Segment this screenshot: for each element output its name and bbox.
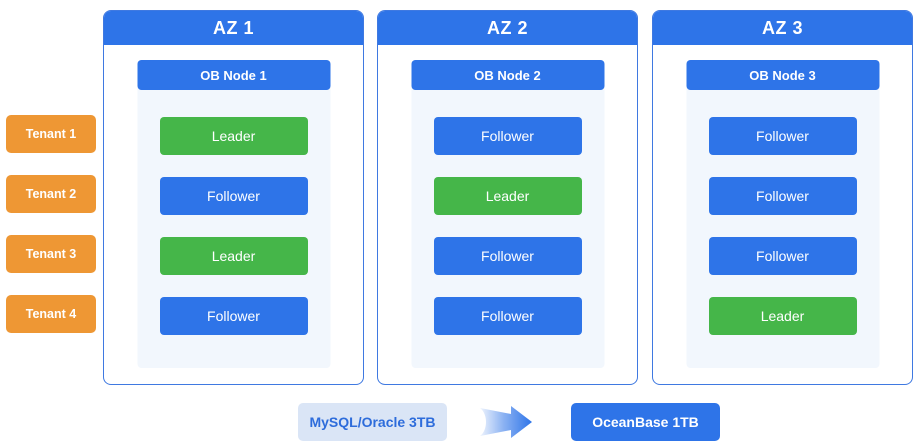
az-3-node-title: OB Node 3 (686, 60, 879, 90)
tenant-1-label: Tenant 1 (6, 115, 96, 153)
az-1-tenant-1-replica: Leader (159, 117, 308, 155)
az-1-tenant-4-replica: Follower (159, 297, 308, 335)
tenant-4-label: Tenant 4 (6, 295, 96, 333)
az-2-tenant-2-replica: Leader (433, 177, 582, 215)
az-1-tenant-3-replica: Leader (159, 237, 308, 275)
right-arrow-icon (478, 400, 536, 444)
az-2-title: AZ 2 (378, 11, 637, 45)
az-1-tenant-2-replica: Follower (159, 177, 308, 215)
tenant-2-label: Tenant 2 (6, 175, 96, 213)
az-3-tenant-1-replica: Follower (708, 117, 857, 155)
az-3-tenant-4-replica: Leader (708, 297, 857, 335)
az-3-tenant-2-replica: Follower (708, 177, 857, 215)
source-database-label: MySQL/Oracle 3TB (298, 403, 447, 441)
az-3-title: AZ 3 (653, 11, 912, 45)
tenant-3-label: Tenant 3 (6, 235, 96, 273)
az-1-title: AZ 1 (104, 11, 363, 45)
az-1-box: AZ 1 OB Node 1 Leader Follower Leader Fo… (103, 10, 364, 385)
az-2-box: AZ 2 OB Node 2 Follower Leader Follower … (377, 10, 638, 385)
az-1-node-title: OB Node 1 (137, 60, 330, 90)
az-2-tenant-1-replica: Follower (433, 117, 582, 155)
az-2-node-title: OB Node 2 (411, 60, 604, 90)
target-database-label: OceanBase 1TB (571, 403, 720, 441)
az-3-box: AZ 3 OB Node 3 Follower Follower Followe… (652, 10, 913, 385)
az-3-tenant-3-replica: Follower (708, 237, 857, 275)
az-2-tenant-3-replica: Follower (433, 237, 582, 275)
az-2-tenant-4-replica: Follower (433, 297, 582, 335)
